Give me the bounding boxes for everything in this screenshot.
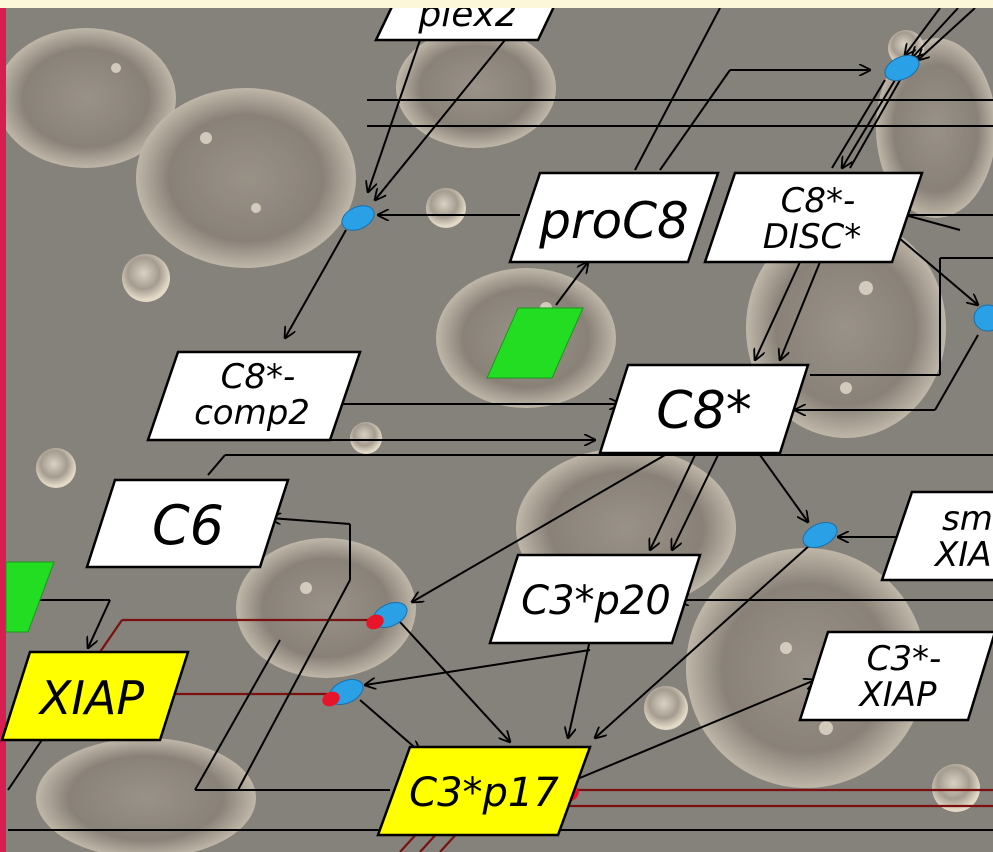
node-procasp8[interactable]: proC8 [508, 171, 720, 264]
node-c3-p17[interactable]: C3*p17 [376, 745, 592, 837]
node-c8-comp2[interactable]: C8*- comp2 [146, 350, 362, 442]
node-c8-disc-line1: C8*- [781, 181, 856, 221]
node-smac-xiap[interactable]: sm XIA [880, 490, 993, 582]
node-c8-comp2-line1: C8*- [221, 357, 296, 397]
node-c8-label: C8* [656, 381, 751, 441]
top-margin [0, 0, 993, 8]
node-procasp8-label: proC8 [538, 192, 689, 250]
node-c8-disc[interactable]: C8*- DISC* [703, 171, 924, 264]
node-xiap[interactable]: XIAP [0, 650, 190, 742]
node-c3-p17-label: C3*p17 [409, 770, 559, 816]
left-border [0, 8, 6, 852]
source-node [486, 307, 584, 379]
node-c3-xiap-line2: XIAP [857, 675, 937, 715]
node-c6[interactable]: C6 [85, 478, 290, 569]
node-c8-disc-line2: DISC* [763, 217, 862, 257]
node-c3-xiap[interactable]: C3*- XIAP [798, 630, 993, 722]
source-node-left [5, 561, 55, 633]
node-c3-p20[interactable]: C3*p20 [488, 553, 702, 645]
node-xiap-label: XIAP [38, 671, 145, 725]
node-c3-xiap-line1: C3*- [867, 639, 942, 679]
node-smac-xiap-line2: XIA [933, 535, 992, 575]
node-c8[interactable]: C8* [598, 363, 810, 455]
node-c6-label: C6 [152, 494, 224, 557]
node-c8-comp2-line2: comp2 [194, 393, 310, 433]
node-c3-p20-label: C3*p20 [521, 578, 671, 624]
node-smac-xiap-line1: sm [942, 499, 993, 539]
inhibition-edges [99, 618, 993, 852]
